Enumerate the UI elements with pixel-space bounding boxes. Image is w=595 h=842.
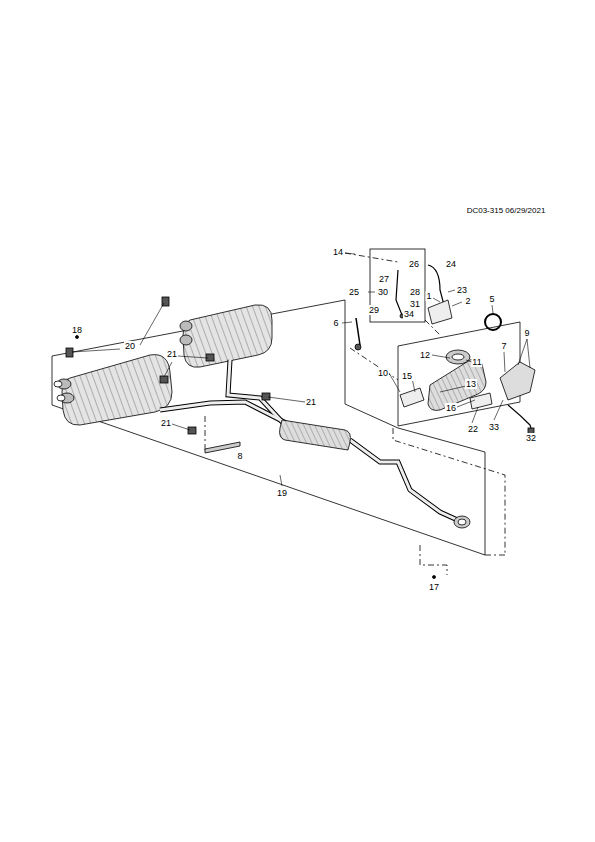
callout-number: 5 xyxy=(488,294,495,304)
callout-number: 17 xyxy=(428,582,440,592)
assembly-frame xyxy=(52,300,485,555)
callout-number: 29 xyxy=(368,305,380,315)
callout-number: 28 xyxy=(409,287,421,297)
callout-number: 34 xyxy=(403,309,415,319)
callout-number: 8 xyxy=(236,451,243,461)
callout-number: 30 xyxy=(377,287,389,297)
callout-number: 33 xyxy=(488,422,500,432)
callout-number: 10 xyxy=(377,368,389,378)
callout-number: 15 xyxy=(401,371,413,381)
callout-number: 27 xyxy=(378,274,390,284)
callout-number: 6 xyxy=(332,318,339,328)
callout-number: 18 xyxy=(71,325,83,335)
callout-number: 1 xyxy=(425,291,432,301)
callout-number: 32 xyxy=(525,433,537,443)
callout-number: 23 xyxy=(456,285,468,295)
callout-number: 7 xyxy=(500,341,507,351)
callout-number: 24 xyxy=(445,259,457,269)
callout-number: 16 xyxy=(445,403,457,413)
callout-number: 2 xyxy=(464,296,471,306)
callout-number: 31 xyxy=(409,299,421,309)
callout-number: 19 xyxy=(276,488,288,498)
callout-number: 13 xyxy=(465,379,477,389)
callout-number: 9 xyxy=(523,328,530,338)
callout-number: 21 xyxy=(160,418,172,428)
callout-number: 20 xyxy=(124,341,136,351)
callout-number: 21 xyxy=(166,349,178,359)
callout-number: 25 xyxy=(348,287,360,297)
callout-number: 21 xyxy=(305,397,317,407)
callout-number: 11 xyxy=(471,357,482,367)
drawing-number: DC03-315 06/29/2021 xyxy=(466,206,547,216)
callout-number: 12 xyxy=(419,350,431,360)
catalyst-frame xyxy=(398,322,520,426)
callout-number: 26 xyxy=(408,259,420,269)
callout-number: 14 xyxy=(332,247,344,257)
callout-number: 22 xyxy=(467,424,479,434)
